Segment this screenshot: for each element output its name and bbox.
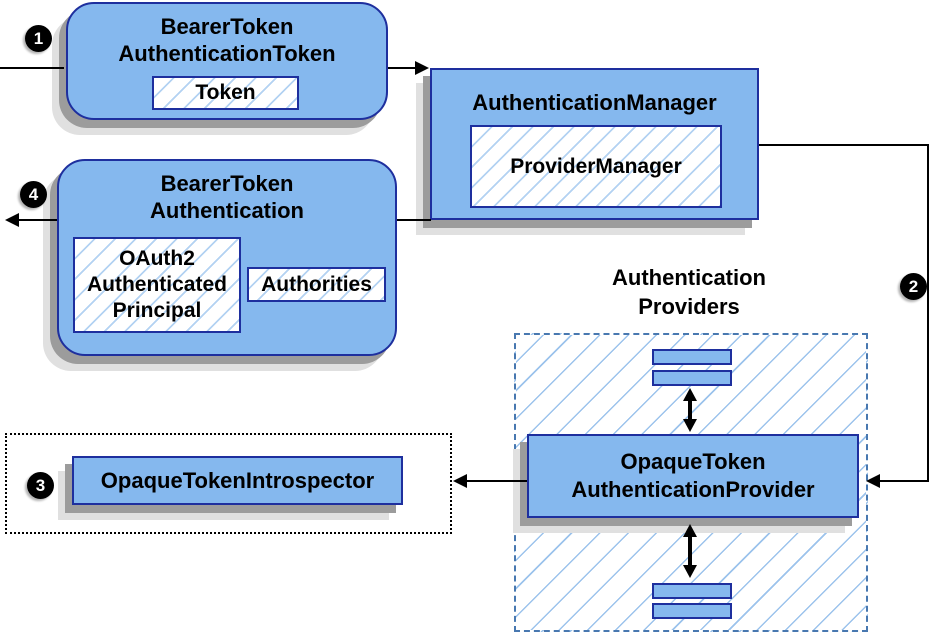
provider-to-introspector-arrowhead	[453, 474, 467, 488]
opaque-token-authentication-provider-node: OpaqueToken AuthenticationProvider	[527, 434, 859, 518]
provider-item-bar	[652, 370, 732, 386]
provider-item-bar	[652, 583, 732, 599]
token-to-manager-arrowhead	[415, 61, 429, 75]
opaque-token-introspector-title: OpaqueTokenIntrospector	[100, 468, 375, 493]
opaque-token-introspector-node: OpaqueTokenIntrospector	[72, 456, 403, 505]
step-4-badge: 4	[20, 181, 47, 208]
step-3-badge: 3	[27, 472, 54, 499]
provider-manager-box: ProviderManager	[470, 125, 722, 208]
authorities-box: Authorities	[247, 267, 386, 302]
token-box: Token	[152, 76, 299, 110]
bearer-token-authentication-token-node: BearerToken AuthenticationToken	[66, 2, 388, 120]
bearer-token-authentication-token-title: BearerToken AuthenticationToken	[118, 14, 336, 66]
provider-item-bar	[652, 349, 732, 365]
provider-item-bar	[652, 603, 732, 619]
opaque-token-authentication-provider-title: OpaqueToken AuthenticationProvider	[571, 449, 815, 502]
step-2-badge: 2	[900, 273, 927, 300]
manager-to-provider-arrowhead	[866, 474, 880, 488]
flow-out-arrowhead	[5, 213, 19, 227]
authentication-providers-label: Authentication Providers	[612, 265, 766, 319]
bearer-token-authentication-title: BearerToken Authentication	[150, 171, 304, 223]
oauth2-authenticated-principal-box: OAuth2 Authenticated Principal	[73, 237, 241, 333]
step-1-badge: 1	[25, 25, 52, 52]
authentication-manager-title: AuthenticationManager	[472, 90, 717, 115]
